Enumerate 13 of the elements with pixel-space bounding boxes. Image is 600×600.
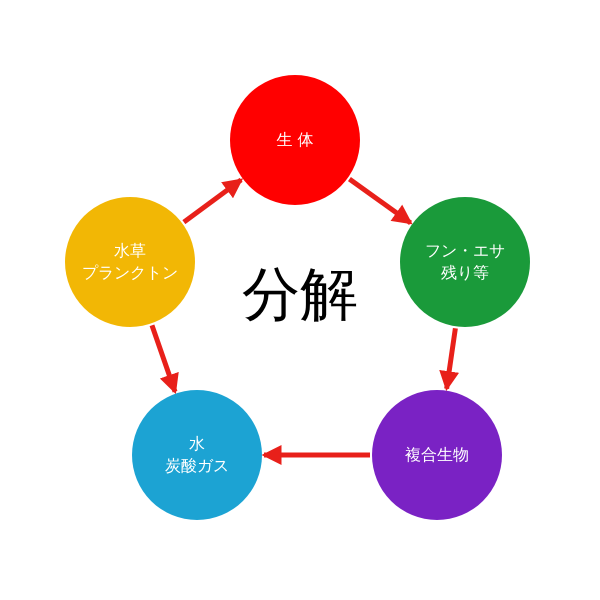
node-label: 生 体 <box>276 129 314 151</box>
node-label: 複合生物 <box>405 444 469 466</box>
node-label: 水 <box>189 433 205 455</box>
center-label: 分解 <box>241 265 359 323</box>
node-label: プランクトン <box>82 262 178 284</box>
arrow <box>150 324 179 394</box>
node-label: 水草 <box>114 240 146 262</box>
node-label: 炭酸ガス <box>165 455 229 477</box>
node-label: フン・エサ残り等 <box>424 240 506 284</box>
arrow <box>439 328 460 392</box>
arrow <box>348 177 413 225</box>
arrow <box>262 445 370 465</box>
arrow <box>182 178 244 224</box>
